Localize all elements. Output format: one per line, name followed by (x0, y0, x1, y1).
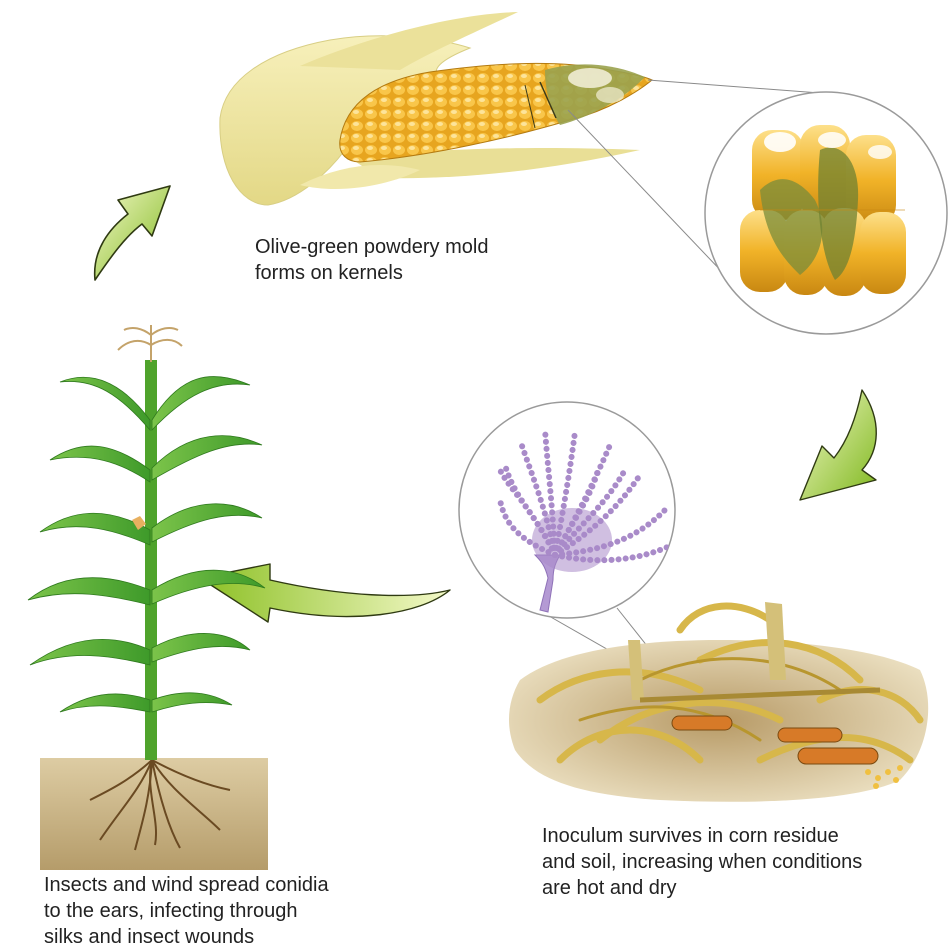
caption-line: forms on kernels (255, 260, 488, 286)
caption-line: Insects and wind spread conidia (44, 872, 329, 898)
corn-residue-pile (509, 602, 928, 802)
caption-spread-conidia: Insects and wind spread conidia to the e… (44, 872, 329, 950)
cycle-arrow-down (800, 390, 876, 500)
caption-line: Olive-green powdery mold (255, 234, 488, 260)
tassel (118, 325, 182, 362)
cycle-arrow-left (200, 564, 450, 622)
caption-mold-forms: Olive-green powdery mold forms on kernel… (255, 234, 488, 286)
caption-line: and soil, increasing when conditions (542, 849, 862, 875)
caption-line: silks and insect wounds (44, 924, 329, 950)
caption-inoculum-survives: Inoculum survives in corn residue and so… (542, 823, 862, 901)
cycle-arrow-up (95, 186, 170, 280)
caption-line: Inoculum survives in corn residue (542, 823, 862, 849)
caption-line: to the ears, infecting through (44, 898, 329, 924)
caption-line: are hot and dry (542, 875, 862, 901)
kernel-closeup (705, 92, 947, 334)
